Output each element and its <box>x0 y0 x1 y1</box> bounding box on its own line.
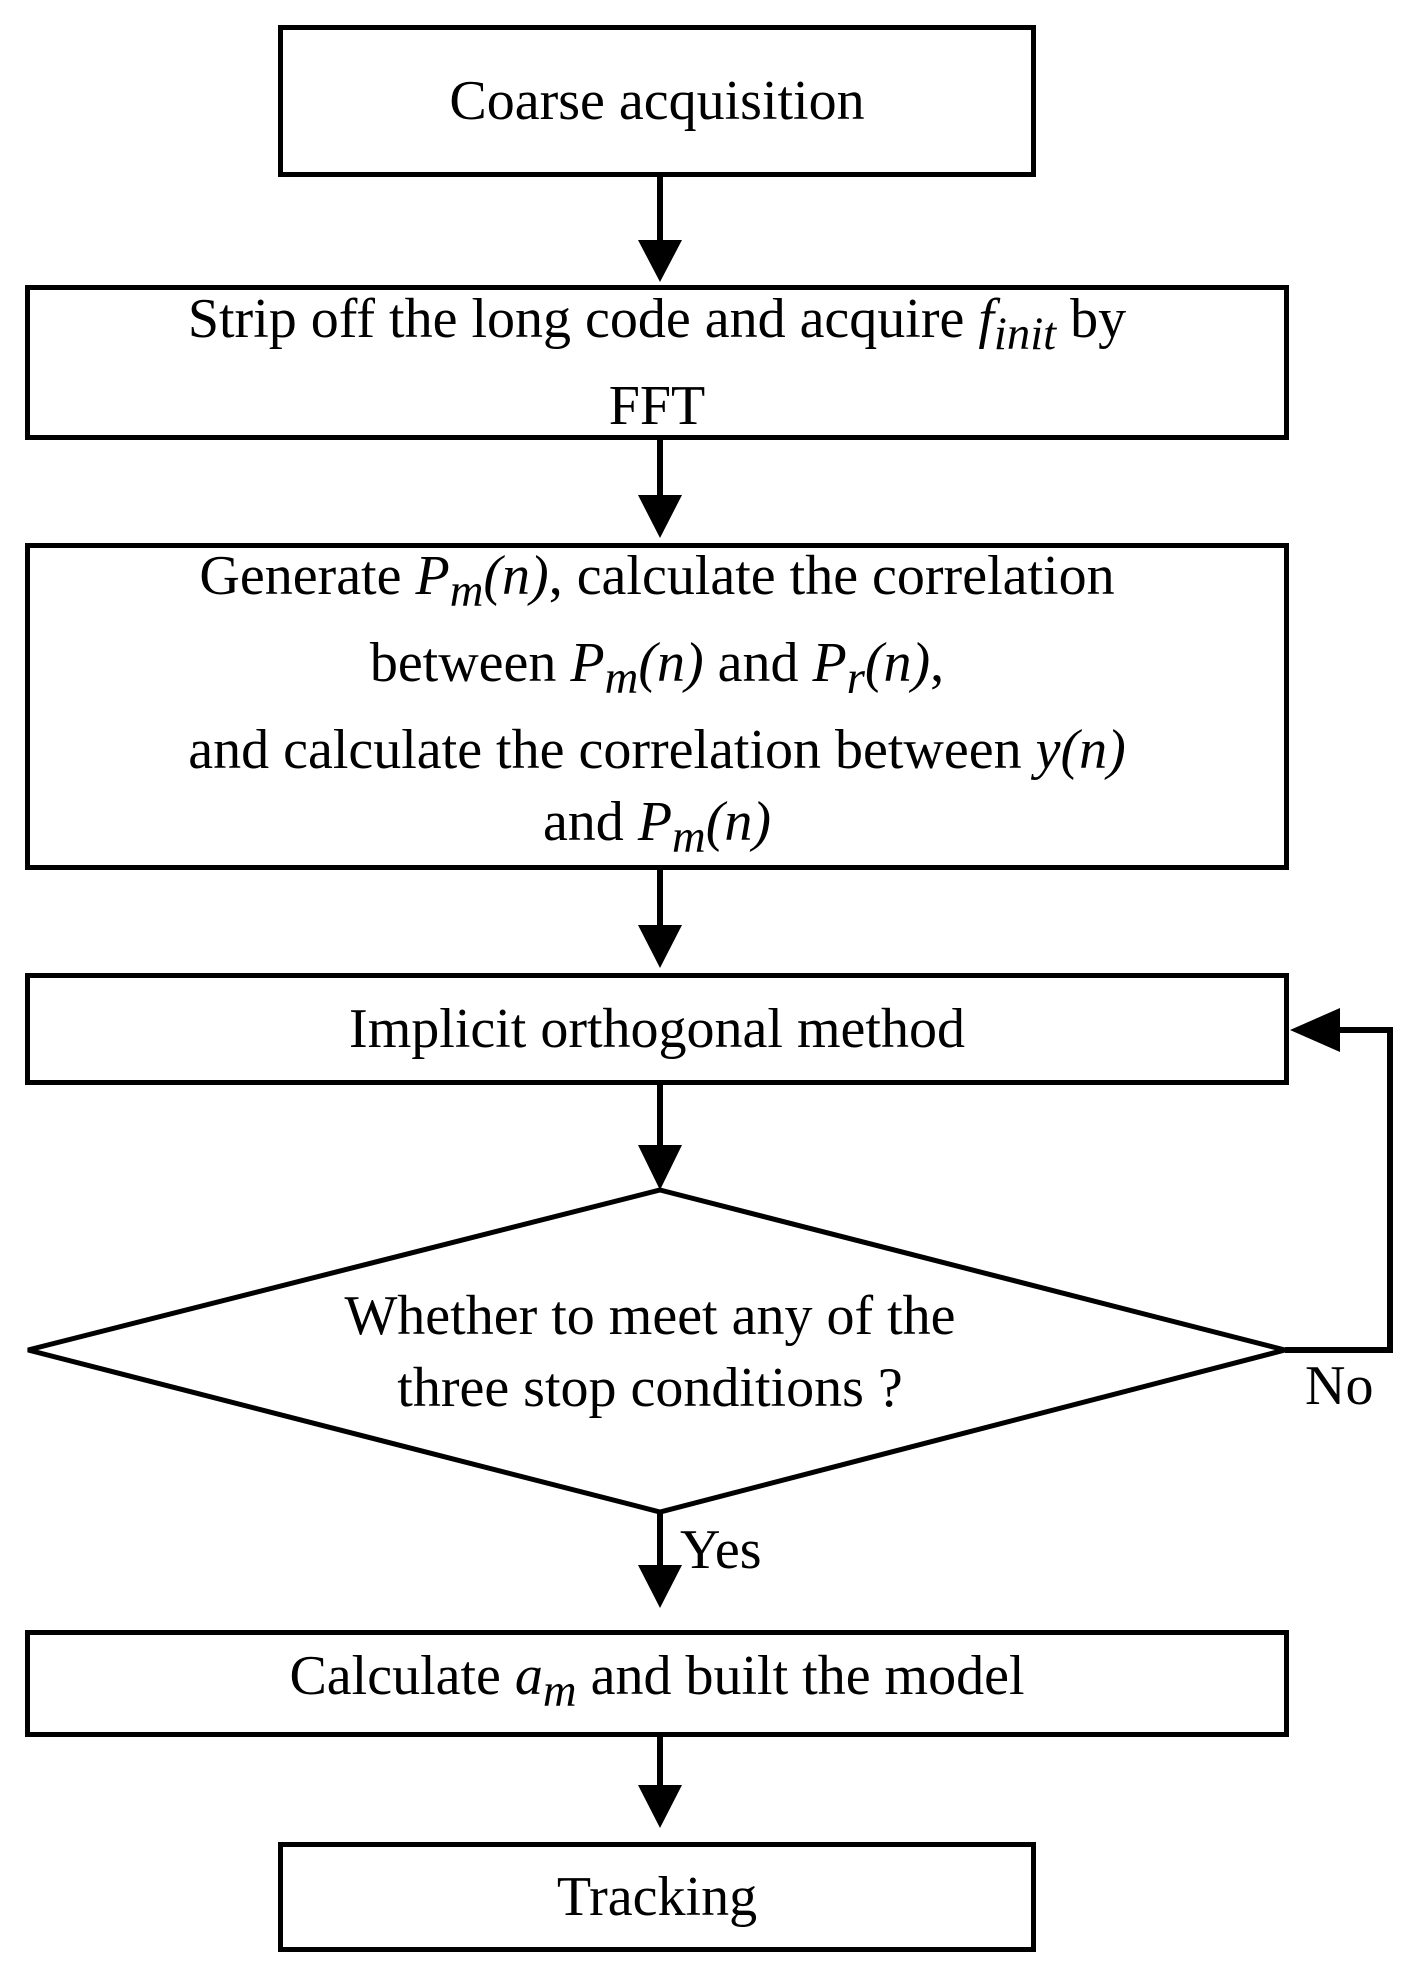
pm-subscript: m <box>449 564 484 617</box>
generate-text: Generate <box>199 544 416 607</box>
arrowhead-strip <box>638 240 682 282</box>
calculate-text: Calculate <box>289 1644 515 1707</box>
implicit-orthogonal-box: Implicit orthogonal method <box>25 973 1289 1085</box>
yes-label: Yes <box>680 1519 762 1581</box>
loop-back-no-path <box>1285 1027 1393 1353</box>
am-symbol: a <box>514 1644 543 1707</box>
decision-text: Whether to meet any of the three stop co… <box>180 1280 1120 1424</box>
implicit-orthogonal-label: Implicit orthogonal method <box>349 998 965 1060</box>
pm-symbol: P <box>637 791 673 854</box>
pm-argument: (n) <box>705 791 772 854</box>
and-text: and <box>542 791 638 854</box>
calculate-line: Calculate am and built the model <box>289 1640 1024 1727</box>
pm-symbol: P <box>570 631 605 694</box>
pr-argument: (n) <box>864 631 931 694</box>
strip-long-code-box: Strip off the long code and acquire fini… <box>25 285 1289 440</box>
f-init-subscript: init <box>993 308 1057 361</box>
arrowhead-decision <box>638 1145 682 1190</box>
built-model-text: and built the model <box>576 1644 1025 1707</box>
arrowhead-implicit <box>638 925 682 968</box>
and-text: and <box>703 631 813 694</box>
arrowhead-tracking <box>638 1785 682 1828</box>
arrowhead-calculate <box>638 1565 682 1608</box>
comma-text: , <box>930 631 945 694</box>
between-text: between <box>369 631 571 694</box>
arrowhead-loop-back <box>1290 1008 1340 1052</box>
decision-line-1: Whether to meet any of the <box>344 1285 956 1347</box>
no-label: No <box>1305 1355 1374 1417</box>
generate-line-2: between Pm(n) and Pr(n), <box>370 627 944 714</box>
generate-line-4: and Pm(n) <box>543 786 771 873</box>
pr-symbol: P <box>812 631 847 694</box>
arrowhead-generate <box>638 495 682 538</box>
coarse-acquisition-label: Coarse acquisition <box>449 70 865 132</box>
strip-line-2: FFT <box>608 375 706 438</box>
pm-subscript: m <box>672 811 706 864</box>
generate-line-1: Generate Pm(n), calculate the correlatio… <box>199 540 1114 627</box>
tracking-label: Tracking <box>556 1866 758 1928</box>
strip-text-b: by <box>1056 287 1127 350</box>
generate-correlation-box: Generate Pm(n), calculate the correlatio… <box>25 543 1289 870</box>
y-symbol: y <box>1035 719 1061 782</box>
strip-line-1: Strip off the long code and acquire fini… <box>188 283 1126 370</box>
and-calculate-text: and calculate the correlation between <box>188 719 1036 782</box>
decision-line-2: three stop conditions ? <box>397 1357 903 1419</box>
decision-diamond <box>27 1187 1286 1515</box>
pm-symbol: P <box>415 544 450 607</box>
am-subscript: m <box>542 1665 577 1718</box>
tracking-box: Tracking <box>278 1842 1036 1952</box>
f-init-symbol: f <box>978 287 994 350</box>
y-argument: (n) <box>1060 719 1126 782</box>
pm-subscript: m <box>604 652 639 705</box>
strip-text-a: Strip off the long code and acquire <box>187 287 979 350</box>
generate-line-3: and calculate the correlation between y(… <box>188 714 1125 786</box>
pm-argument: (n) <box>638 631 704 694</box>
calculate-model-box: Calculate am and built the model <box>25 1630 1289 1737</box>
calculate-correlation-text: , calculate the correlation <box>548 544 1115 607</box>
coarse-acquisition-box: Coarse acquisition <box>278 25 1036 177</box>
pm-argument: (n) <box>483 544 549 607</box>
pr-subscript: r <box>846 652 865 705</box>
